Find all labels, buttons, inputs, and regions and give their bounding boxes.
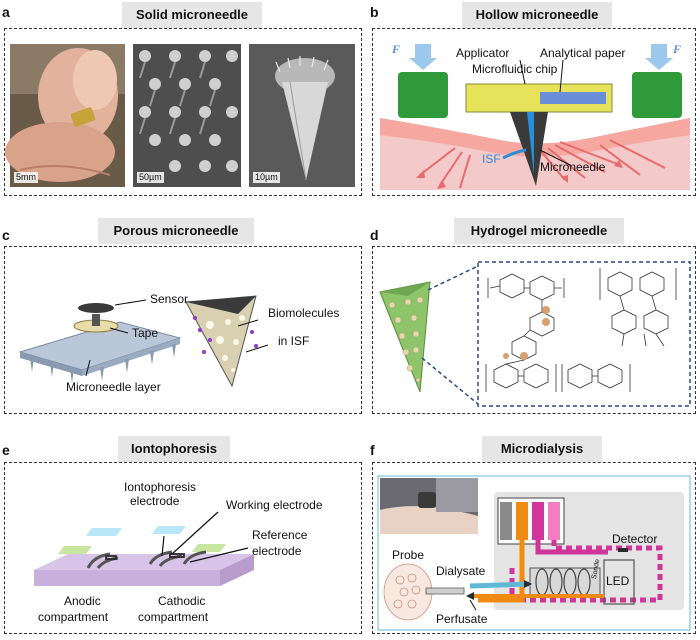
in-isf-label: in ISF	[278, 334, 310, 348]
pad-green-left	[58, 546, 92, 554]
hollow-needle	[510, 112, 548, 186]
applicator-label: Applicator	[456, 46, 510, 60]
sensor	[78, 303, 114, 313]
pad-blue-right	[152, 526, 186, 534]
led-label: LED	[606, 574, 630, 588]
analytical-paper	[540, 92, 606, 104]
scalebar-label-3: 10µm	[253, 172, 280, 183]
arm-photo	[380, 478, 478, 534]
perfusate-label: Perfusate	[436, 612, 488, 626]
panel-a-box	[4, 28, 362, 196]
chemical-structure-zoom	[477, 261, 691, 407]
panel-c-letter: c	[2, 227, 10, 243]
panel-b-title: Hollow microneedle	[462, 2, 612, 28]
detector-label: Detector	[612, 532, 658, 546]
anodic-label-2: compartment	[38, 610, 109, 624]
panel-b-box	[372, 28, 696, 196]
probe	[425, 587, 465, 595]
microneedle-layer	[18, 321, 182, 383]
biomolecules-label: Biomolecules	[268, 306, 340, 320]
substrate-side	[220, 554, 254, 586]
panel-c-box	[4, 246, 362, 414]
scalebar-label-2: 50µm	[137, 172, 164, 183]
scalebar-label-1: 5mm	[14, 172, 38, 183]
pad-blue-left	[86, 528, 122, 536]
substrate-front	[34, 570, 220, 586]
iontophoresis-electrode-label-2: electrode	[130, 494, 180, 508]
probe-label: Probe	[392, 548, 425, 562]
panel-a-letter: a	[2, 4, 10, 20]
sensor-label: Sensor	[150, 292, 189, 306]
force-arrow-right	[645, 44, 673, 70]
sem-needle-image	[249, 44, 355, 187]
panel-f-letter: f	[370, 442, 375, 458]
finger-photo	[5, 44, 125, 187]
panel-e-letter: e	[2, 442, 10, 458]
applicator-right	[632, 72, 682, 118]
chemical-structures	[485, 268, 677, 392]
panel-d-box	[372, 246, 696, 414]
probe-tissue	[383, 563, 433, 621]
led-box	[603, 559, 635, 605]
panel-e-title: Iontophoresis	[118, 436, 230, 462]
panel-f-box	[372, 462, 696, 634]
analytical-paper-label: Analytical paper	[540, 46, 626, 60]
red-arrows	[419, 139, 666, 189]
force-label-right: F	[673, 42, 682, 56]
force-arrow-left	[409, 44, 437, 70]
panel-e-box	[4, 462, 362, 634]
cathodic-label-2: compartment	[138, 610, 209, 624]
isf-label: ISF	[482, 152, 501, 166]
panel-c-title: Porous microneedle	[98, 218, 254, 244]
reference-electrode-label-1: Reference	[252, 528, 308, 542]
sem-array-image	[133, 44, 241, 187]
dialysate-label: Dialysate	[436, 564, 486, 578]
force-label-left: F	[392, 42, 401, 56]
hydrogel-needle	[379, 281, 431, 393]
working-electrode-label: Working electrode	[226, 498, 323, 512]
panel-b-letter: b	[370, 4, 379, 20]
sensor-connector	[92, 314, 100, 326]
microfluidic-chip-label: Microfluidic chip	[472, 62, 558, 76]
porous-needle	[185, 295, 258, 388]
iontophoresis-electrode-label-1: Iontophoresis	[124, 480, 197, 494]
cathodic-label-1: Cathodic	[158, 594, 206, 608]
dialysate-tube	[469, 581, 531, 589]
panel-d-letter: d	[370, 227, 379, 243]
pad-green-right	[192, 544, 226, 552]
tape-label: Tape	[132, 326, 159, 340]
microneedle-label: Microneedle	[540, 160, 606, 174]
arrow-heads	[416, 160, 623, 189]
panel-a-title: Solid microneedle	[122, 2, 262, 28]
anodic-label-1: Anodic	[64, 594, 101, 608]
panel-d-title: Hydrogel microneedle	[454, 218, 624, 244]
microneedle-layer-label: Microneedle layer	[66, 380, 161, 394]
panel-f-title: Microdialysis	[482, 436, 602, 462]
applicator-left	[398, 72, 448, 118]
reference-electrode-label-2: electrode	[252, 544, 302, 558]
detector-element	[618, 548, 628, 552]
